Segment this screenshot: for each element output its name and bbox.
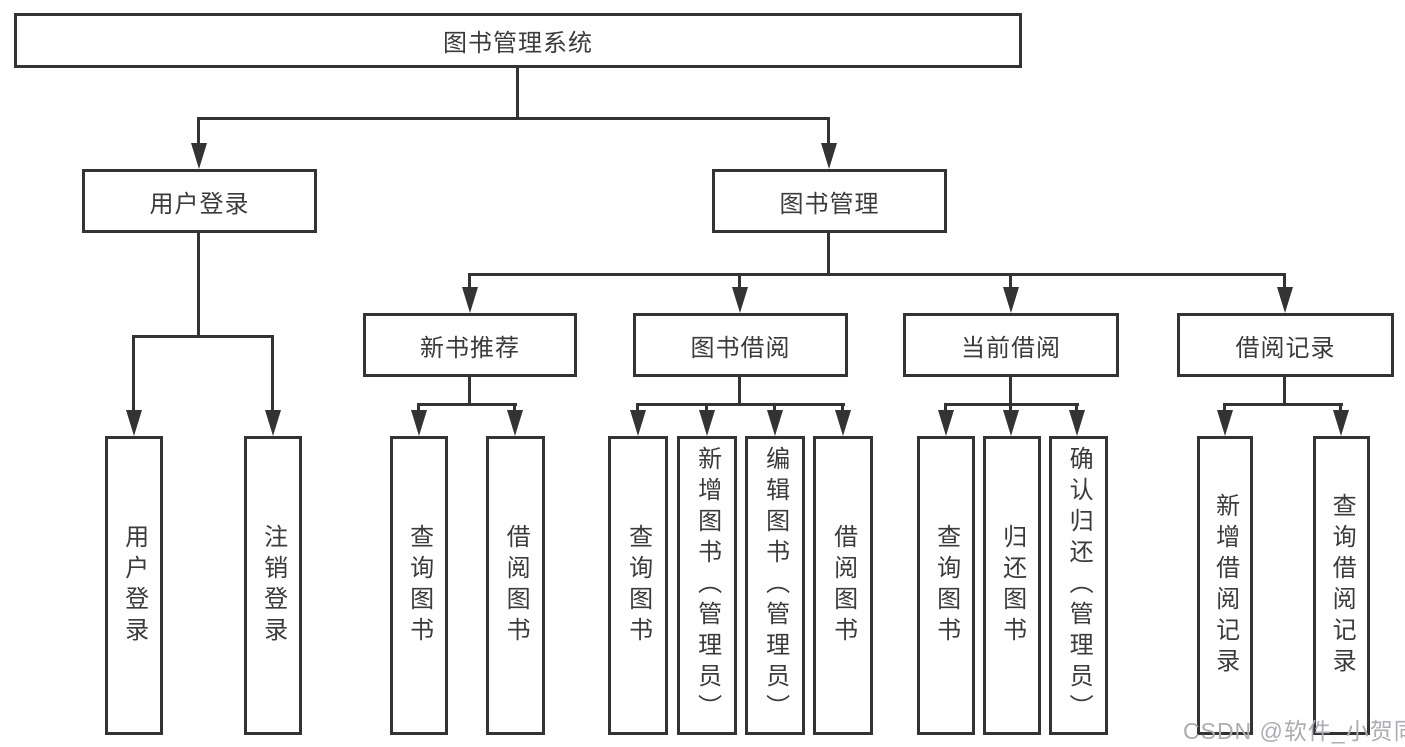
leaf-add-borrow-record-label: 新增借阅记录 <box>1211 492 1239 679</box>
leaf-query-borrow-record-label: 查询借阅记录 <box>1328 492 1356 679</box>
connector-user-login-bar <box>132 335 274 338</box>
arrow-down <box>835 410 851 436</box>
node-library-system: 图书管理系统 <box>14 13 1022 68</box>
arrow-down <box>699 410 715 436</box>
arrow-down <box>1217 410 1233 436</box>
leaf-add-books-admin-label: 新增图书（管理员） <box>693 446 721 725</box>
node-book-management: 图书管理 <box>712 169 947 233</box>
arrow-down <box>1333 410 1349 436</box>
connector-borrowing-stem <box>738 377 741 403</box>
csdn-watermark: CSDN @软件_小贺同学 <box>1183 718 1405 744</box>
leaf-user-login-label: 用户登录 <box>120 523 148 648</box>
connector-line <box>468 276 471 296</box>
arrow-down <box>411 410 427 436</box>
leaf-edit-books-admin-label: 编辑图书（管理员） <box>761 446 789 725</box>
arrow-down <box>1003 287 1019 313</box>
arrow-down <box>1277 287 1293 313</box>
connector-current-bar <box>944 403 1079 406</box>
leaf-add-borrow-record: 新增借阅记录 <box>1197 436 1253 735</box>
leaf-newrec-query-books-label: 查询图书 <box>405 523 433 648</box>
node-borrowing-records: 借阅记录 <box>1177 313 1394 377</box>
connector-new-book-stem <box>468 377 471 403</box>
arrow-down <box>265 410 281 436</box>
leaf-borrowing-borrow-books: 借阅图书 <box>813 436 873 735</box>
arrow-down <box>630 410 646 436</box>
connector-book-management-stem <box>827 233 830 273</box>
leaf-query-borrow-record: 查询借阅记录 <box>1313 436 1370 735</box>
connector-line <box>197 117 200 159</box>
node-book-borrowing-label: 图书借阅 <box>690 334 791 362</box>
leaf-logout-label: 注销登录 <box>259 523 287 648</box>
leaf-newrec-borrow-books-label: 借阅图书 <box>502 523 530 648</box>
arrow-down <box>126 410 142 436</box>
arrow-down <box>191 143 207 169</box>
node-user-login: 用户登录 <box>82 169 317 233</box>
connector-line <box>1009 276 1012 296</box>
connector-line <box>1283 276 1286 296</box>
node-library-system-label: 图书管理系统 <box>443 30 593 57</box>
node-current-borrowing-label: 当前借阅 <box>961 334 1061 362</box>
leaf-confirm-return-admin-label: 确认归还（管理员） <box>1065 446 1093 725</box>
arrow-down <box>1003 410 1019 436</box>
node-borrowing-records-label: 借阅记录 <box>1235 334 1336 362</box>
node-current-borrowing: 当前借阅 <box>903 313 1119 377</box>
leaf-borrowing-borrow-books-label: 借阅图书 <box>829 523 857 648</box>
connector-borrowing-bar <box>636 403 845 406</box>
arrow-down <box>938 410 954 436</box>
connector-records-stem <box>1283 377 1286 403</box>
leaf-confirm-return-admin: 确认归还（管理员） <box>1049 436 1108 735</box>
leaf-borrowing-query-books: 查询图书 <box>608 436 668 735</box>
node-new-book-recommend: 新书推荐 <box>363 313 577 377</box>
leaf-current-query-books: 查询图书 <box>917 436 975 735</box>
leaf-borrowing-query-books-label: 查询图书 <box>624 523 652 648</box>
node-book-borrowing: 图书借阅 <box>633 313 848 377</box>
arrow-down <box>821 143 837 169</box>
connector-root-stem <box>516 68 519 117</box>
leaf-user-login: 用户登录 <box>105 436 163 735</box>
connector-records-bar <box>1223 403 1343 406</box>
leaf-return-books: 归还图书 <box>983 436 1041 735</box>
leaf-return-books-label: 归还图书 <box>998 523 1026 648</box>
connector-user-login-stem <box>197 233 200 335</box>
node-user-login-label: 用户登录 <box>149 190 250 218</box>
node-new-book-recommend-label: 新书推荐 <box>420 334 520 362</box>
leaf-add-books-admin: 新增图书（管理员） <box>677 436 737 735</box>
leaf-edit-books-admin: 编辑图书（管理员） <box>745 436 805 735</box>
leaf-logout: 注销登录 <box>244 436 302 735</box>
leaf-current-query-books-label: 查询图书 <box>932 523 960 648</box>
connector-line <box>738 276 741 296</box>
arrow-down <box>507 410 523 436</box>
connector-level2-bar <box>197 117 830 120</box>
arrow-down <box>767 410 783 436</box>
arrow-down <box>1069 410 1085 436</box>
connector-line <box>827 117 830 159</box>
arrow-down <box>732 287 748 313</box>
connector-line <box>132 338 135 426</box>
leaf-newrec-borrow-books: 借阅图书 <box>486 436 545 735</box>
leaf-newrec-query-books: 查询图书 <box>390 436 448 735</box>
connector-line <box>271 338 274 426</box>
arrow-down <box>462 287 478 313</box>
node-book-management-label: 图书管理 <box>779 190 880 218</box>
connector-new-book-bar <box>417 403 517 406</box>
connector-current-stem <box>1009 377 1012 403</box>
connector-level3-bar <box>468 273 1286 276</box>
